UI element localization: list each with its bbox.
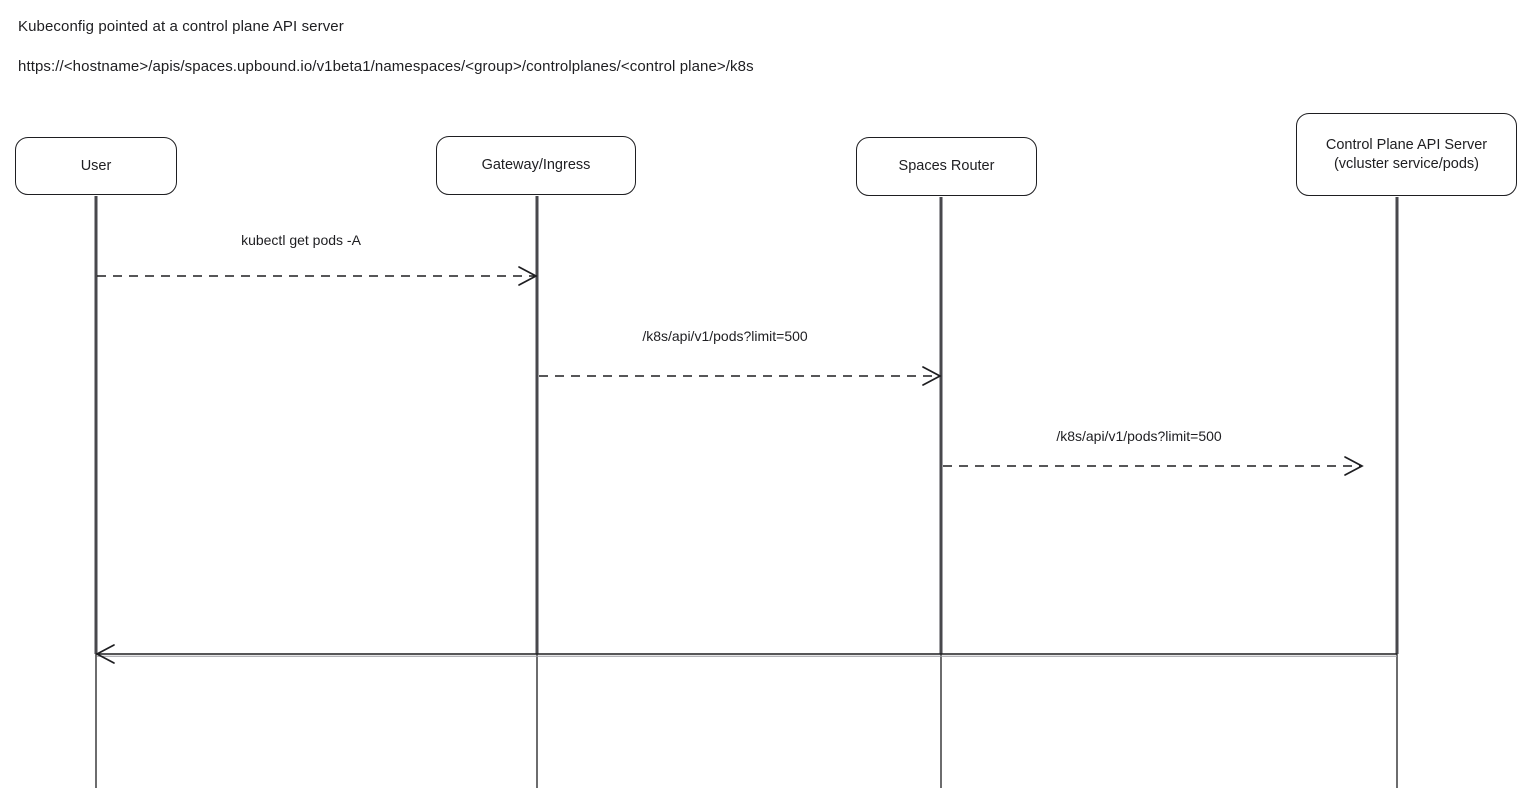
participant-box-user[interactable]: User (15, 137, 177, 195)
participant-label-user: User (80, 157, 112, 174)
participant-box-gateway[interactable]: Gateway/Ingress (436, 136, 636, 195)
arrowhead-4 (95, 644, 115, 664)
participant-box-spaces-router[interactable]: Spaces Router (856, 137, 1037, 196)
message-label-1: kubectl get pods -A (241, 232, 361, 248)
arrowhead-3 (1344, 456, 1364, 476)
message-label-2: /k8s/api/v1/pods?limit=500 (642, 328, 808, 344)
lifelines-layer (94, 196, 1399, 788)
diagram-subtitle-url: https://<hostname>/apis/spaces.upbound.i… (18, 58, 754, 75)
arrows-layer (95, 266, 1397, 664)
participant-label-control-plane: Control Plane API Server (vcluster servi… (1325, 136, 1488, 172)
arrowhead-2 (922, 366, 942, 386)
message-label-3: /k8s/api/v1/pods?limit=500 (1056, 428, 1222, 444)
arrowhead-1 (518, 266, 538, 286)
participant-box-control-plane[interactable]: Control Plane API Server (vcluster servi… (1296, 113, 1517, 196)
participant-label-gateway: Gateway/Ingress (481, 157, 591, 173)
diagram-title: Kubeconfig pointed at a control plane AP… (18, 18, 344, 35)
participant-label-spaces-router: Spaces Router (898, 158, 995, 174)
